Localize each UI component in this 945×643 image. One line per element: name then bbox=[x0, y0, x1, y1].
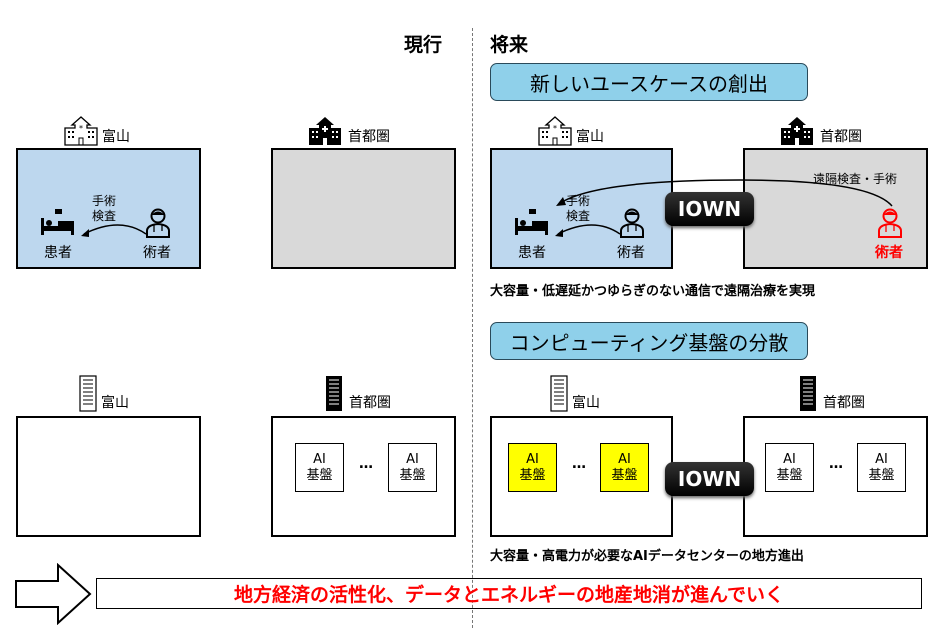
hospital-filled-icon bbox=[777, 116, 817, 146]
ellipsis: … bbox=[829, 456, 843, 472]
current-title: 現行 bbox=[404, 34, 443, 56]
toyama-region-current: 手術検査 患者 術者 bbox=[16, 148, 201, 269]
caption-computing: 大容量・高電力が必要なAIデータセンターの地方進出 bbox=[490, 549, 804, 564]
hospital-filled-icon bbox=[305, 116, 345, 146]
right-arrow-icon bbox=[15, 563, 92, 625]
future-title: 将来 bbox=[490, 34, 529, 56]
hospital-icon bbox=[537, 116, 573, 146]
ellipsis: … bbox=[572, 456, 586, 472]
building-filled-icon bbox=[796, 374, 820, 412]
patient-label: 患者 bbox=[44, 245, 72, 261]
iown-badge-bottom: IOWN bbox=[665, 462, 754, 496]
section-divider bbox=[472, 28, 473, 628]
metro-label-current-top: 首都圏 bbox=[305, 116, 390, 146]
building-icon bbox=[549, 374, 569, 412]
computing-header: コンピューティング基盤の分散 bbox=[490, 322, 808, 360]
building-icon bbox=[78, 374, 98, 412]
remote-surgeon-label: 術者 bbox=[875, 245, 903, 261]
surgeon-label: 術者 bbox=[617, 245, 645, 261]
conclusion-banner: 地方経済の活性化、データとエネルギーの地産地消が進んでいく bbox=[96, 578, 922, 609]
surgeon-label: 術者 bbox=[143, 245, 171, 261]
building-filled-icon bbox=[322, 374, 346, 412]
toyama-label-current-top: 富山 bbox=[63, 116, 130, 146]
arrow-icon bbox=[81, 224, 147, 237]
surgeon-icon bbox=[145, 208, 171, 238]
metro-label-future-bottom: 首都圏 bbox=[796, 374, 865, 412]
iown-badge-top: IOWN bbox=[665, 192, 754, 226]
toyama-label-future-top: 富山 bbox=[537, 116, 604, 146]
action-label: 手術検査 bbox=[92, 194, 117, 223]
remote-arrow-icon bbox=[556, 179, 893, 207]
toyama-region-future: 手術検査 患者 術者 bbox=[490, 148, 673, 269]
metro-region-future: 遠隔検査・手術 術者 bbox=[743, 148, 928, 269]
ellipsis: … bbox=[359, 456, 373, 472]
patient-bed-icon bbox=[40, 208, 76, 236]
arrow-icon bbox=[555, 224, 621, 237]
toyama-label-future-bottom: 富山 bbox=[549, 374, 600, 412]
toyama-label-current-bottom: 富山 bbox=[78, 374, 129, 412]
remote-action-label: 遠隔検査・手術 bbox=[813, 172, 898, 186]
hospital-icon bbox=[63, 116, 99, 146]
metro-label-future-top: 首都圏 bbox=[777, 116, 862, 146]
usecase-header: 新しいユースケースの創出 bbox=[490, 63, 808, 101]
metro-region-current bbox=[271, 148, 456, 269]
caption-usecase: 大容量・低遅延かつゆらぎのない通信で遠隔治療を実現 bbox=[490, 284, 816, 299]
patient-label: 患者 bbox=[518, 245, 546, 261]
metro-label-current-bottom: 首都圏 bbox=[322, 374, 391, 412]
toyama-dc-current bbox=[16, 416, 201, 537]
